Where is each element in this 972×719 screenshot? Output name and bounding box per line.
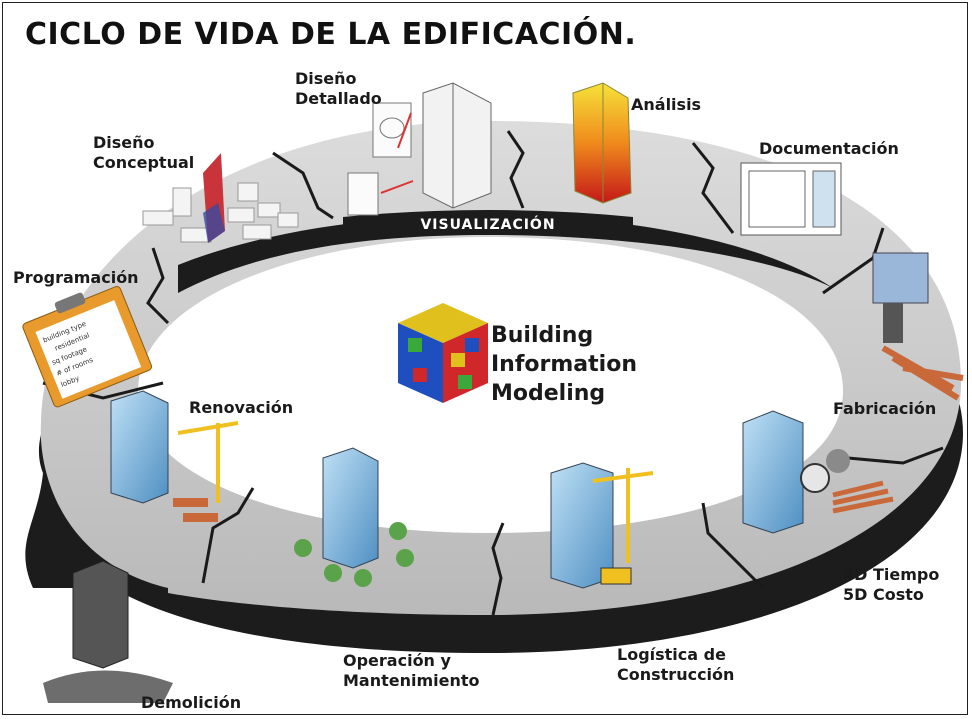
label-demolicion: Demolición [141, 693, 242, 712]
detailed-design-icon [347, 82, 492, 216]
operation-maintenance-icon [294, 447, 414, 587]
label-renovacion: Renovación [189, 398, 294, 417]
construction-logistics-icon [550, 462, 654, 589]
label-programacion: Programación [13, 268, 139, 287]
renovation-icon [110, 390, 239, 522]
bim-center-label: Building Information Modeling [491, 323, 637, 406]
analysis-model-icon [572, 82, 632, 204]
bim-cube-icon [398, 303, 488, 403]
visualization-band: VISUALIZACIÓN [343, 210, 633, 233]
clipboard-icon: building type residential sq footage # o… [22, 286, 153, 408]
documentation-sheet-icon [740, 162, 842, 236]
demolition-icon [43, 560, 173, 703]
label-logistica: Logística de Construcción [617, 645, 735, 684]
label-fabricacion: Fabricación [833, 399, 937, 418]
label-analisis: Análisis [631, 95, 702, 114]
visualization-label: VISUALIZACIÓN [420, 215, 555, 233]
page-title: CICLO DE VIDA DE LA EDIFICACIÓN. [25, 17, 637, 52]
ring-top [40, 121, 962, 615]
label-operacion: Operación y Mantenimiento [343, 651, 480, 690]
label-diseno-conceptual: Diseño Conceptual [93, 133, 195, 172]
lifecycle-ring: VISUALIZACIÓN [22, 82, 964, 703]
fabrication-icon [872, 252, 964, 401]
time-cost-icon [742, 410, 894, 534]
segment-dividers [42, 130, 944, 616]
conceptual-model-icon [142, 153, 299, 243]
label-documentacion: Documentación [759, 139, 899, 158]
label-tiempo-costo: 4D Tiempo 5D Costo [843, 565, 940, 604]
label-diseno-detallado: Diseño Detallado [295, 69, 382, 108]
